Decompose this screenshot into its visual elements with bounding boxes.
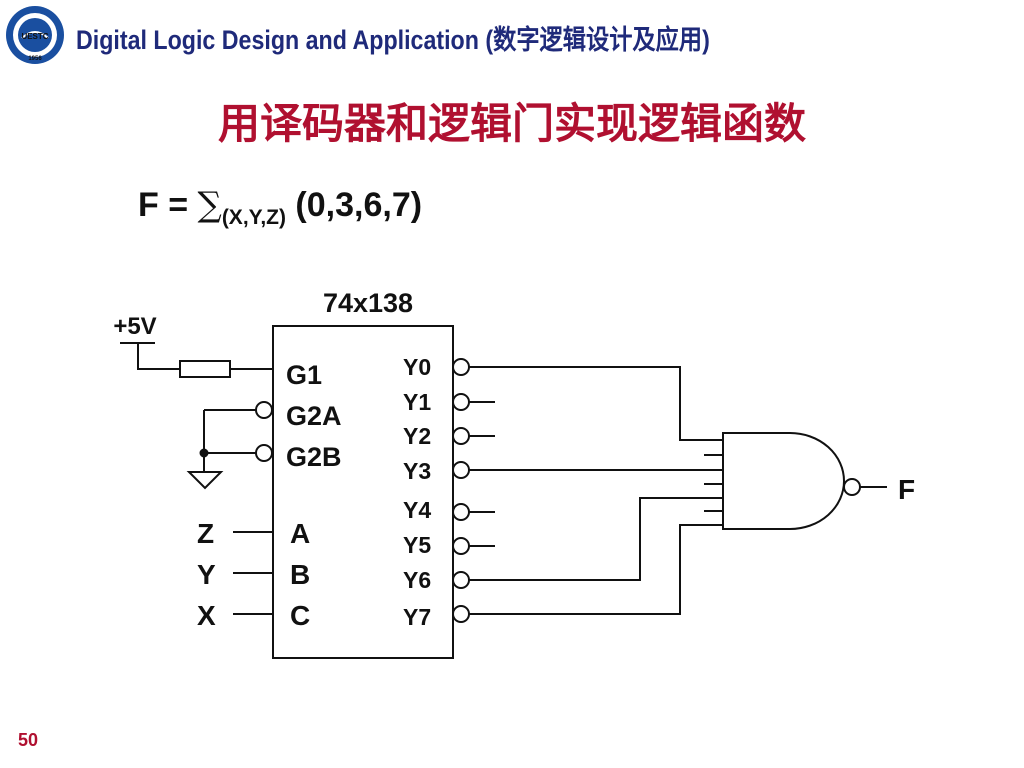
y0-bubble [452, 358, 470, 376]
logo-year: 1956 [28, 56, 42, 62]
y5-bubble [452, 537, 470, 555]
y3-label: Y3 [403, 458, 431, 484]
a-label: A [290, 518, 310, 549]
y2-bubble [452, 427, 470, 445]
y5-label: Y5 [403, 532, 431, 558]
z-signal-label: Z [197, 518, 214, 549]
logo-text: UESTC [21, 32, 48, 41]
decoder-chip [272, 325, 454, 659]
y6-label: Y6 [403, 567, 431, 593]
y3-bubble [452, 461, 470, 479]
page-number: 50 [18, 730, 39, 750]
g2a-label: G2A [286, 401, 342, 431]
supply-label: +5V [113, 313, 156, 340]
formula-variables: (X,Y,Z) [221, 205, 286, 229]
ground-symbol [186, 471, 224, 490]
university-logo: UESTC 1956 [6, 6, 64, 64]
c-label: C [290, 600, 310, 631]
y6-bubble [452, 571, 470, 589]
course-title: Digital Logic Design and Application (数字… [76, 25, 710, 55]
g2b-bubble [255, 444, 273, 462]
logic-function-formula: F = ∑(X,Y,Z) (0,3,6,7) [138, 185, 422, 230]
y6-wire [469, 497, 723, 581]
g1-label: G1 [286, 360, 322, 390]
sum-symbol: ∑ [197, 185, 222, 225]
slide-title: 用译码器和逻辑门实现逻辑函数 [217, 99, 806, 148]
y7-label: Y7 [403, 604, 431, 630]
b-label: B [290, 559, 310, 590]
x-signal-label: X [197, 600, 216, 631]
y-signal-label: Y [197, 559, 216, 590]
pullup-resistor [179, 360, 231, 378]
supply-wire [137, 343, 180, 370]
y7-wire [469, 524, 723, 615]
y0-label: Y0 [403, 354, 431, 380]
g2a-bubble [255, 401, 273, 419]
formula-lhs: F = [138, 186, 198, 224]
nand-bubble [843, 478, 861, 496]
y4-bubble [452, 503, 470, 521]
y1-bubble [452, 393, 470, 411]
y7-bubble [452, 605, 470, 623]
y0-wire [469, 366, 723, 441]
y1-label: Y1 [403, 389, 431, 415]
ground-junction [199, 448, 209, 458]
chip-label: 74x138 [323, 288, 413, 318]
y2-label: Y2 [403, 423, 431, 449]
f-output-label: F [898, 474, 915, 505]
g2b-label: G2B [286, 442, 342, 472]
nand-gate [722, 432, 845, 530]
y4-label: Y4 [403, 497, 431, 523]
formula-minterms: (0,3,6,7) [285, 186, 423, 224]
